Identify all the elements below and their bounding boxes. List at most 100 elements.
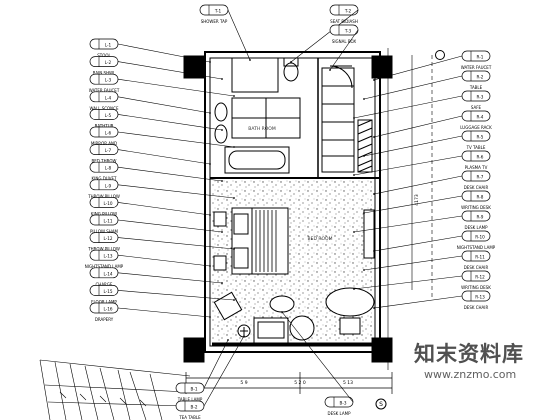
right-callout-13-code: R-13 (475, 295, 485, 300)
right-callout-5: R-5TV TABLE (363, 130, 491, 157)
right-callout-2-code: R-2 (477, 75, 484, 80)
luggage-rack (357, 119, 373, 173)
left-callout-9-label: THROW PILLOW (87, 194, 120, 199)
left-callout-10-label: KING PILLOW (91, 211, 117, 216)
right-callout-3-label: SAFE (471, 105, 482, 110)
right-callout-10-label: NIGHTSTAND LAMP (457, 245, 496, 250)
room-tag-1: BATH ROOM (248, 126, 276, 132)
left-callout-16-label: DRAPERY (95, 317, 114, 322)
left-callout-15-label: FLOOR LAMP (91, 299, 117, 304)
left-callout-16-code: L-16 (103, 307, 112, 312)
left-callout-12-label: THROW PILLOW (87, 247, 120, 252)
right-callout-1-label: WATER FAUCET (461, 65, 492, 70)
right-callout-1-code: R-1 (477, 55, 484, 60)
left-callout-8-code: L-8 (105, 166, 112, 171)
toilet-bowl (283, 62, 299, 82)
right-callout-7-label: DESK CHAIR (464, 185, 489, 190)
basin-2 (214, 124, 228, 144)
right-callout-11-code: R-11 (475, 255, 485, 260)
left-callout-12-code: L-12 (103, 236, 112, 241)
axis-marker-s: S (379, 401, 383, 408)
tv-table (363, 209, 375, 259)
watermark-title: 知末资料库 (414, 342, 524, 366)
top-callout-2-label: SEAT BIDIASH (330, 19, 358, 24)
top-callout-3-label: SIGNAL BOX (332, 39, 357, 44)
left-callout-4-label: WALL SCONCE (90, 106, 119, 111)
basin-1 (214, 102, 228, 122)
closet (321, 67, 355, 173)
left-callout-2-code: L-2 (105, 60, 112, 65)
right-callout-3-code: R-3 (477, 95, 484, 100)
nightstand-top (213, 211, 227, 227)
bathtub (224, 146, 290, 174)
right-callout-5-code: R-5 (477, 135, 484, 140)
right-callout-4-code: R-4 (477, 115, 484, 120)
dimension-1: 4173 (414, 194, 420, 206)
room-tag-2: BED ROOM (308, 236, 333, 242)
right-callout-4-label: LUGGAGE RACK (460, 125, 492, 130)
right-callout-13-label: DESK CHAIR (464, 305, 489, 310)
dimension-2: 5 2 0 (294, 380, 306, 386)
left-callout-2-label: RAIN SHWL (93, 71, 116, 76)
bottom-callout-3-label: DESK LAMP (328, 411, 352, 416)
toilet-tank (283, 57, 299, 67)
left-callout-7-code: L-7 (105, 148, 112, 153)
left-callout-1-code: L-1 (105, 43, 112, 48)
right-callout-8-code: R-8 (477, 195, 484, 200)
right-callout-12-label: WRITING DESK (461, 285, 491, 290)
grid-bubble-top-right (435, 50, 445, 60)
right-callout-2-label: TABLE (469, 85, 483, 90)
column-bottom-left (183, 337, 205, 363)
top-callout-1-code: T-1 (214, 9, 222, 14)
watermark-url: www.znzmo.com (424, 368, 517, 381)
left-callout-14-code: L-14 (103, 271, 112, 276)
shower (231, 57, 279, 93)
left-callout-13-label: NIGHTSTAND LAMP (85, 264, 124, 269)
left-callout-13-code: L-13 (103, 254, 112, 259)
left-callout-7-label: BED THROW (92, 159, 117, 164)
bottom-callout-1-code: B-1 (190, 387, 197, 392)
left-callout-5-label: BATHTUB (95, 123, 114, 128)
right-callout-10-code: R-10 (475, 235, 485, 240)
left-callout-15-code: L-15 (103, 289, 112, 294)
entry-door-swing (329, 65, 353, 89)
right-callout-6-code: R-6 (477, 155, 484, 160)
nightstand-bottom (213, 255, 227, 271)
left-callout-11-code: L-11 (103, 219, 112, 224)
right-callout-6-label: PLASMA TV (465, 165, 488, 170)
bottom-callout-2-label: TEA TABLE (178, 415, 201, 420)
bottom-callout-3-code: B-3 (339, 401, 346, 406)
left-callout-5-code: L-5 (105, 113, 112, 118)
tea-table (269, 295, 295, 313)
column-top-left (183, 55, 205, 79)
desk-chair (339, 317, 361, 335)
bottom-callout-1-label: TABLE LAMP (177, 397, 203, 402)
right-callout-11-label: DESK CHAIR (464, 265, 489, 270)
writing-desk (325, 287, 375, 317)
left-callout-3-code: L-3 (105, 78, 112, 83)
dimension-4: 5 13 (343, 380, 353, 386)
